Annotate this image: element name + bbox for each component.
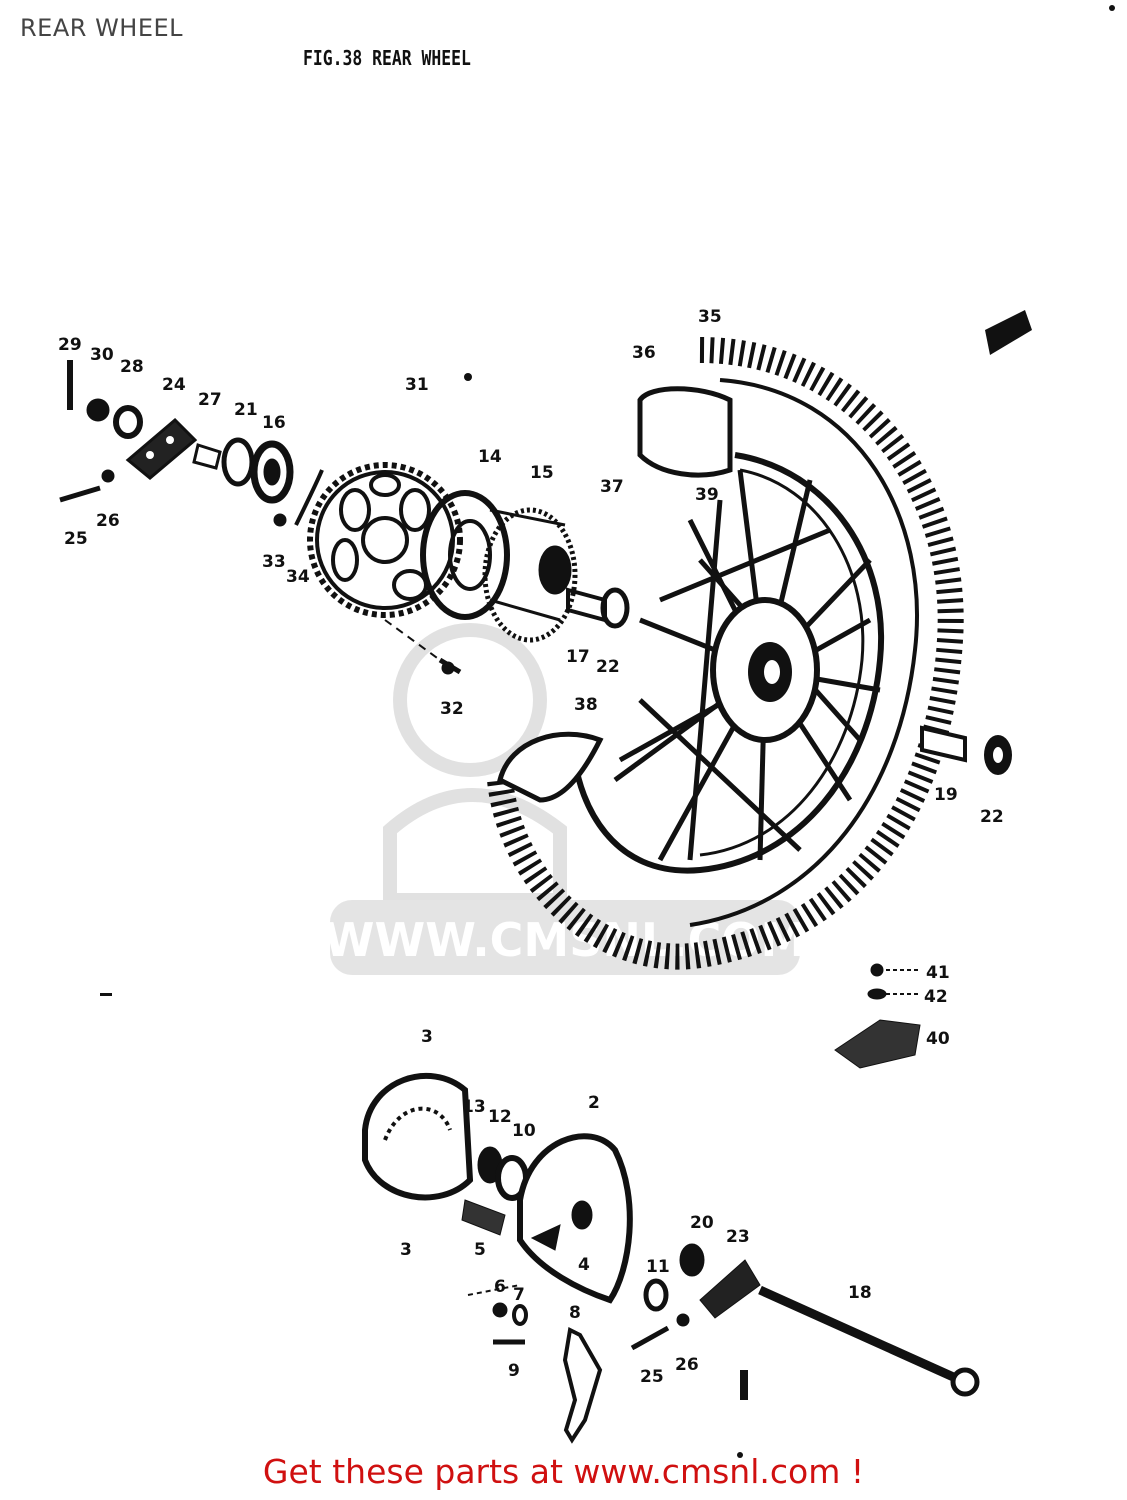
rear-sprocket: [307, 462, 463, 618]
footer-link-text[interactable]: Get these parts at www.cmsnl.com !: [262, 1452, 865, 1491]
callout-label-c36: 36: [632, 343, 656, 363]
callout-label-c3a: 3: [421, 1027, 433, 1047]
callout-label-c9: 9: [508, 1361, 520, 1381]
callout-label-c42: 42: [924, 987, 948, 1007]
callout-label-c21: 21: [234, 400, 258, 420]
callout-label-c19: 19: [934, 785, 958, 805]
callout-label-c39: 39: [695, 485, 719, 505]
callout-label-c8: 8: [569, 1303, 581, 1323]
callout-label-c13: 13: [462, 1097, 486, 1117]
callout-label-c3b: 3: [400, 1240, 412, 1260]
callout-label-c18: 18: [848, 1283, 872, 1303]
axle-side-parts: [59, 360, 324, 527]
callout-label-c5: 5: [474, 1240, 486, 1260]
callout-label-c25b: 25: [640, 1367, 664, 1387]
rear-wheel: [487, 337, 1012, 970]
callout-label-c34: 34: [286, 567, 310, 587]
callout-label-c16: 16: [262, 413, 286, 433]
callout-label-c12: 12: [488, 1107, 512, 1127]
figure-title: FIG.38 REAR WHEEL: [303, 46, 471, 70]
callout-label-c10: 10: [512, 1121, 536, 1141]
callout-label-c11: 11: [646, 1257, 670, 1277]
small-hardware: [834, 963, 921, 1069]
callout-label-c27: 27: [198, 390, 222, 410]
callout-label-c17: 17: [566, 647, 590, 667]
callout-label-c26b: 26: [675, 1355, 699, 1375]
callout-label-c14: 14: [478, 447, 502, 467]
callout-label-c22a: 22: [596, 657, 620, 677]
callout-label-c6: 6: [494, 1277, 506, 1297]
callout-label-c26a: 26: [96, 511, 120, 531]
callout-label-c30: 30: [90, 345, 114, 365]
callout-label-c35: 35: [698, 307, 722, 327]
page-title: REAR WHEEL: [20, 14, 184, 42]
callout-label-c31: 31: [405, 375, 429, 395]
callout-label-c32: 32: [440, 699, 464, 719]
callout-label-c37: 37: [600, 477, 624, 497]
callout-label-c25a: 25: [64, 529, 88, 549]
callout-label-c15: 15: [530, 463, 554, 483]
callout-label-c38: 38: [574, 695, 598, 715]
callout-label-c41: 41: [926, 963, 950, 983]
brake-assembly: [362, 1072, 980, 1444]
callout-label-c40: 40: [926, 1029, 950, 1049]
callout-label-c28: 28: [120, 357, 144, 377]
callout-label-c29: 29: [58, 335, 82, 355]
callout-label-c22b: 22: [980, 807, 1004, 827]
callout-label-c2: 2: [588, 1093, 600, 1113]
callout-label-c24: 24: [162, 375, 186, 395]
sprocket-drum: [384, 490, 630, 675]
callout-label-c33: 33: [262, 552, 286, 572]
callout-label-c7: 7: [513, 1285, 525, 1305]
scan-specks: [100, 5, 1115, 1458]
callout-label-c23: 23: [726, 1227, 750, 1247]
callout-label-c20: 20: [690, 1213, 714, 1233]
callout-label-c4: 4: [578, 1255, 590, 1275]
